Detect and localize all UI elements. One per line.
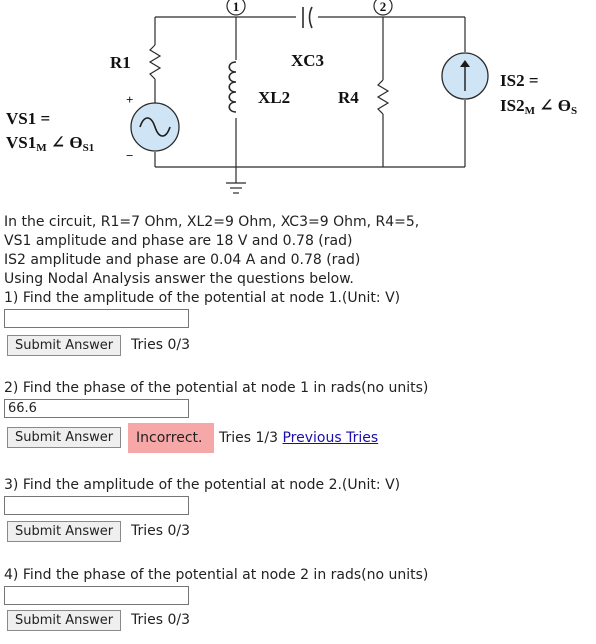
vs1-phasor-label: VS1M ∠ ϴS1 xyxy=(6,133,94,154)
question-1-text: 1) Find the amplitude of the potential a… xyxy=(4,290,401,306)
question-1-tries: Tries 0/3 xyxy=(131,337,191,353)
vs1-equation-label: VS1 = xyxy=(6,109,50,128)
r1-label: R1 xyxy=(110,53,131,72)
minus-label: − xyxy=(126,148,133,163)
svg-text:2: 2 xyxy=(380,0,387,14)
previous-tries-link[interactable]: Previous Tries xyxy=(282,430,379,446)
xc3-label: XC3 xyxy=(291,51,324,70)
current-source-icon xyxy=(441,52,489,100)
incorrect-status-badge: Incorrect. xyxy=(128,423,214,453)
problem-line: IS2 amplitude and phase are 0.04 A and 0… xyxy=(4,252,361,268)
question-4-submit-button[interactable]: Submit Answer xyxy=(7,610,122,631)
r4-label: R4 xyxy=(338,88,359,107)
is2-phasor-label: IS2M ∠ ϴS xyxy=(500,96,577,117)
question-3-submit-button[interactable]: Submit Answer xyxy=(7,521,122,542)
circuit-diagram: 1 2 + − R1 XL2 XC3 R4 VS1 = VS1M ∠ ϴS1 I… xyxy=(6,0,577,194)
question-4-tries: Tries 0/3 xyxy=(131,612,191,628)
question-3-answer-input[interactable] xyxy=(4,496,189,515)
question-2-text: 2) Find the phase of the potential at no… xyxy=(4,380,429,396)
svg-text:1: 1 xyxy=(233,0,240,14)
node-1-marker: 1 xyxy=(226,0,246,16)
problem-statement: In the circuit, R1=7 Ohm, XL2=9 Ohm, XC3… xyxy=(4,213,594,289)
plus-label: + xyxy=(126,92,133,107)
question-1-answer-input[interactable] xyxy=(4,309,189,328)
problem-line: VS1 amplitude and phase are 18 V and 0.7… xyxy=(4,233,353,249)
question-4-text: 4) Find the phase of the potential at no… xyxy=(4,567,429,583)
question-3-text: 3) Find the amplitude of the potential a… xyxy=(4,477,401,493)
question-3-tries: Tries 0/3 xyxy=(131,523,191,539)
capacitor-symbol xyxy=(302,6,313,29)
voltage-source-icon xyxy=(130,102,180,152)
question-2-tries: Tries 1/3 Previous Tries xyxy=(219,430,379,446)
problem-line: Using Nodal Analysis answer the question… xyxy=(4,271,354,287)
question-4-answer-input[interactable] xyxy=(4,586,189,605)
problem-line: In the circuit, R1=7 Ohm, XL2=9 Ohm, XC3… xyxy=(4,214,420,230)
question-1-submit-button[interactable]: Submit Answer xyxy=(7,335,122,356)
is2-equation-label: IS2 = xyxy=(500,71,539,90)
node-2-marker: 2 xyxy=(373,0,393,16)
xl2-label: XL2 xyxy=(258,88,290,107)
question-2-answer-input[interactable] xyxy=(4,399,189,418)
question-2-submit-button[interactable]: Submit Answer xyxy=(7,427,122,448)
